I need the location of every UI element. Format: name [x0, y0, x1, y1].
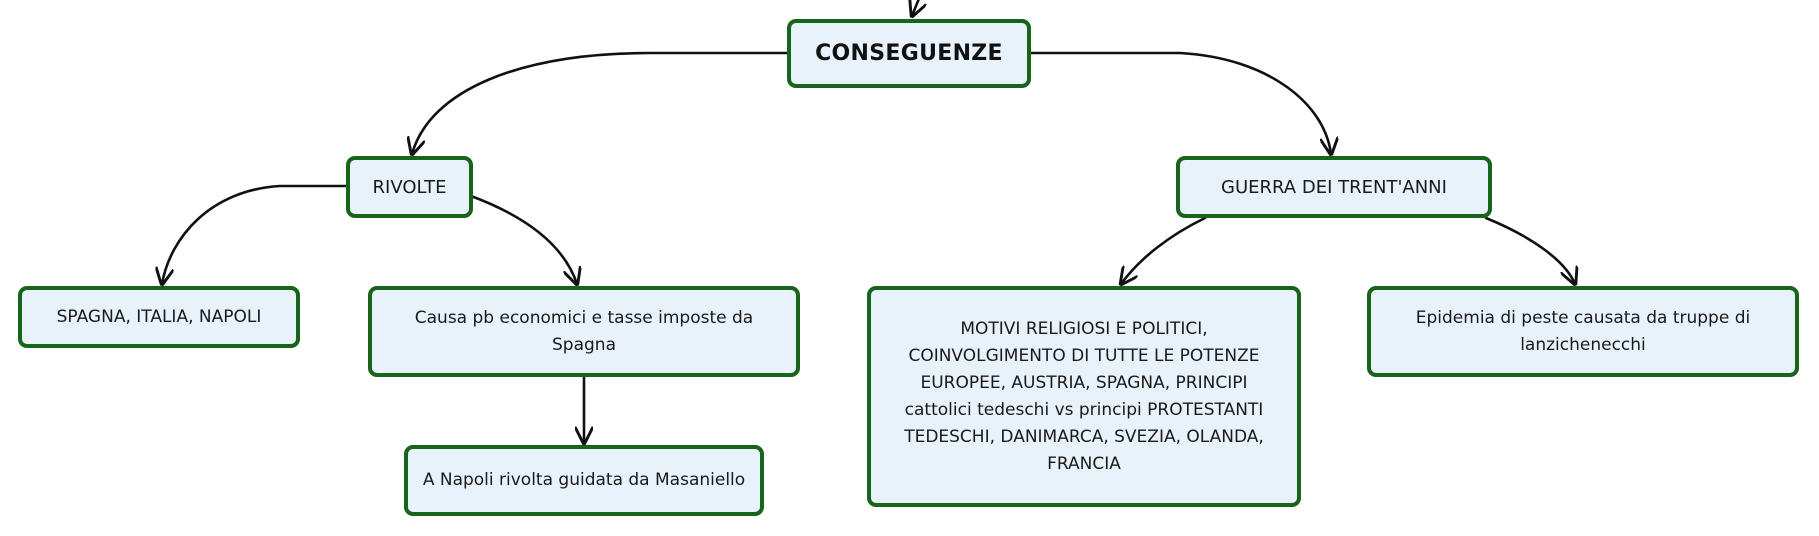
- node-rivolte-label: RIVOLTE: [372, 176, 447, 198]
- node-motivi-label: MOTIVI RELIGIOSI E POLITICI, COINVOLGIME…: [904, 318, 1264, 474]
- connector-incoming-root: [912, 0, 920, 16]
- connector-guerra-to-epidemia: [1484, 216, 1575, 284]
- node-conseguenze-label: CONSEGUENZE: [815, 41, 1003, 66]
- connector-rivolte-to-spagna: [162, 184, 348, 284]
- node-rivolte[interactable]: RIVOLTE: [346, 156, 473, 218]
- node-conseguenze[interactable]: CONSEGUENZE: [787, 19, 1031, 88]
- node-causa[interactable]: Causa pb economici e tasse imposte da Sp…: [368, 286, 800, 377]
- connector-root-to-guerra: [1029, 51, 1331, 154]
- node-epidemia-label: Epidemia di peste causata da truppe di l…: [1415, 307, 1751, 355]
- node-guerra-label: GUERRA DEI TRENT'ANNI: [1221, 176, 1447, 198]
- node-napoli-rivolta[interactable]: A Napoli rivolta guidata da Masaniello: [404, 445, 764, 516]
- node-spagna-label: SPAGNA, ITALIA, NAPOLI: [56, 306, 262, 327]
- node-napoli-rivolta-label: A Napoli rivolta guidata da Masaniello: [422, 470, 746, 490]
- connector-guerra-to-motivi: [1121, 216, 1207, 284]
- node-spagna-italia-napoli[interactable]: SPAGNA, ITALIA, NAPOLI: [18, 286, 300, 348]
- connector-root-to-rivolte: [412, 51, 789, 154]
- connector-rivolte-to-causa: [469, 194, 577, 284]
- node-causa-label: Causa pb economici e tasse imposte da Sp…: [414, 307, 754, 355]
- node-motivi[interactable]: MOTIVI RELIGIOSI E POLITICI, COINVOLGIME…: [867, 286, 1301, 507]
- node-epidemia[interactable]: Epidemia di peste causata da truppe di l…: [1367, 286, 1799, 377]
- node-guerra-dei-trent-anni[interactable]: GUERRA DEI TRENT'ANNI: [1176, 156, 1492, 218]
